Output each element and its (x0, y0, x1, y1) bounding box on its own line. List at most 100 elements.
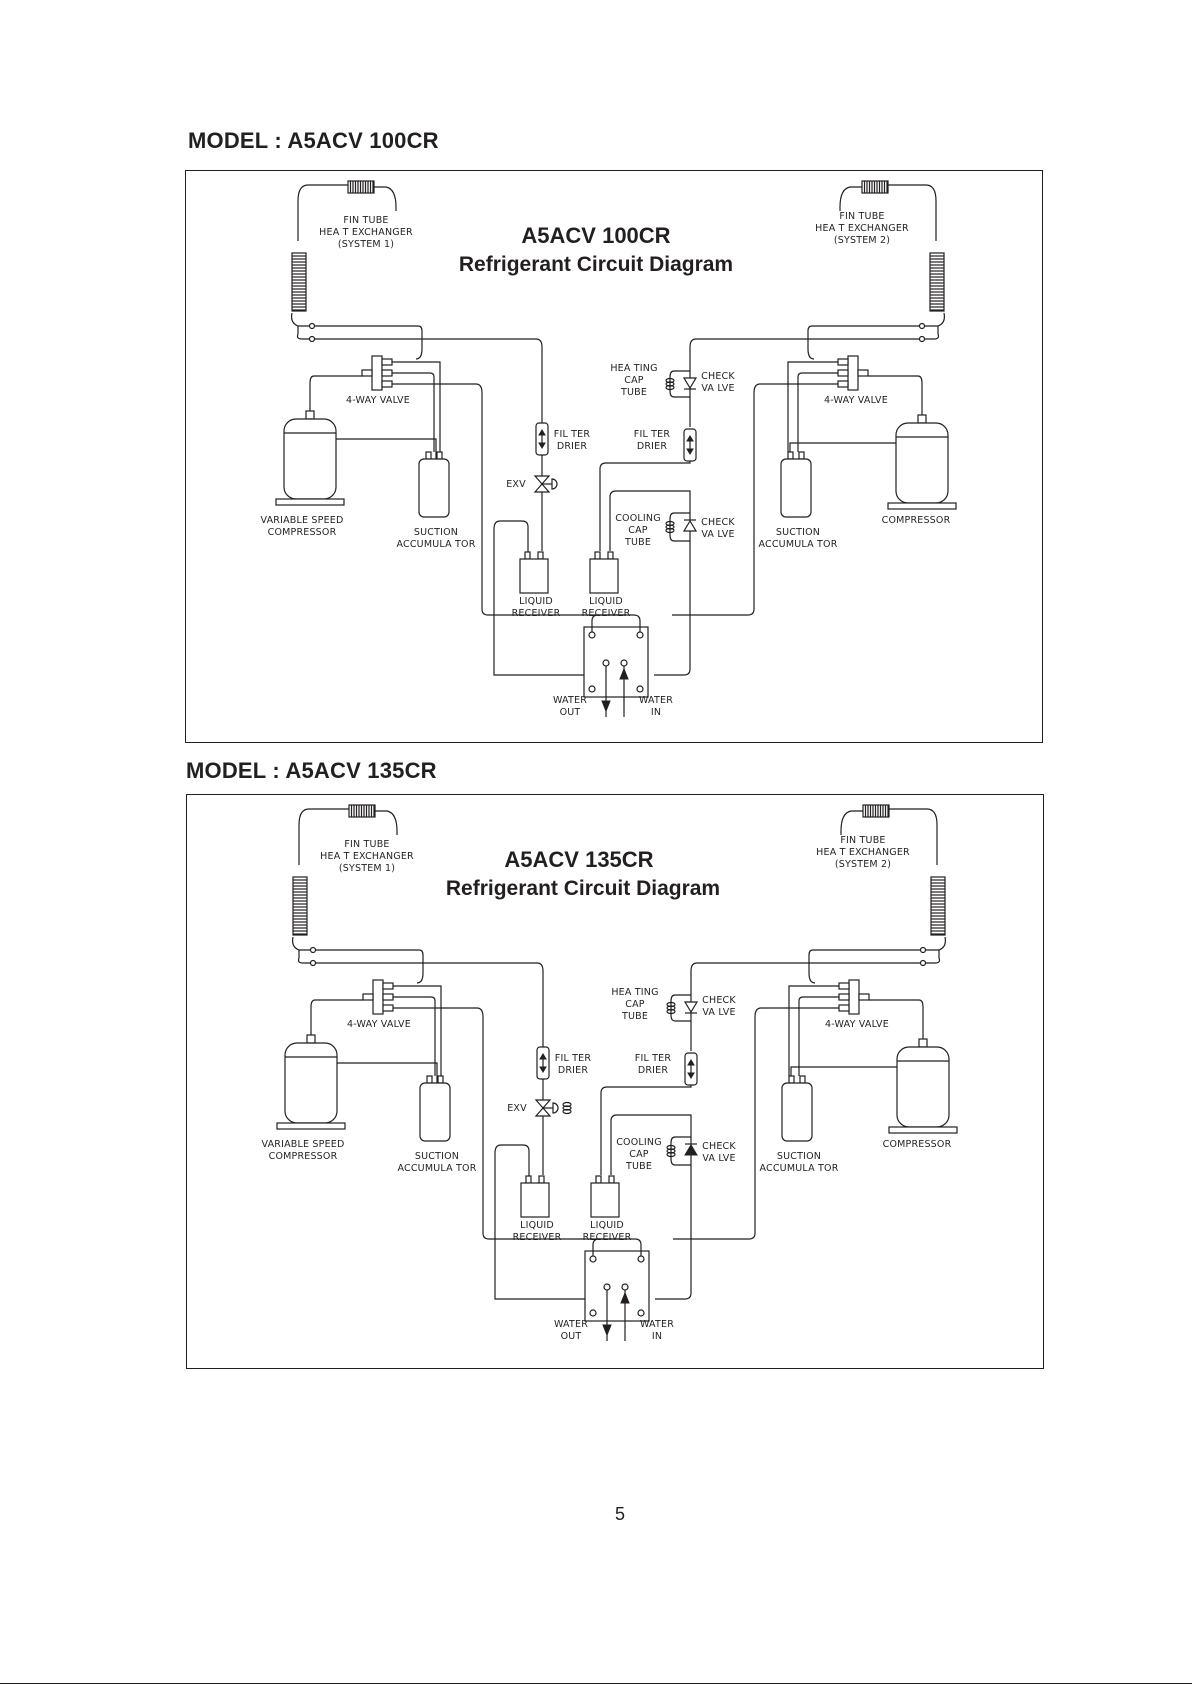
hx2-coil (930, 876, 946, 936)
compressor-shell (284, 1042, 338, 1124)
water-in-arrow-icon (619, 667, 629, 680)
valve-port (837, 358, 849, 366)
acc-shell (781, 1082, 813, 1142)
label-cooling-cap-line: CAP (629, 1149, 649, 1160)
check-valve-bottom (684, 1143, 698, 1156)
label-valve-left-line: 4-WAY VALVE (347, 1019, 411, 1030)
label-receiver-left-line: RECEIVER (512, 608, 561, 619)
coil-turn (562, 1108, 572, 1115)
liquid-receiver-left (519, 551, 549, 594)
label-exv-line: EXV (506, 479, 526, 490)
acc-port (436, 451, 443, 460)
receiver-left-to-plate (494, 1144, 585, 1300)
acc-shell (418, 458, 450, 518)
label-filter-right-line: DRIER (638, 1065, 669, 1076)
label-check-top-line: CHECK (702, 995, 736, 1006)
label-compressor-left-line: VARIABLE SPEED (261, 1139, 344, 1150)
compressor-base (888, 1126, 958, 1134)
liquid-receiver-left (520, 1175, 550, 1218)
acc-port (425, 451, 432, 460)
liquid-receiver-right (589, 551, 619, 594)
label-compressor-right: COMPRESSOR (882, 515, 951, 526)
hx1-top-fins (347, 180, 375, 194)
plate-top-loop (591, 614, 641, 632)
label-check-top-line: CHECK (701, 371, 735, 382)
label-valve-right: 4-WAY VALVE (825, 1019, 889, 1030)
label-filter-left-line: FIL TER (555, 1053, 592, 1064)
plate-port (621, 1283, 629, 1291)
rcv-port (525, 1175, 532, 1184)
acc-port (426, 1075, 433, 1084)
label-hx1-line: FIN TUBE (343, 215, 388, 226)
accumulator-right (780, 451, 812, 518)
accumulator-left (419, 1075, 451, 1142)
valve-right-to-acc (788, 985, 839, 1076)
compressor-left (276, 1034, 346, 1130)
plate-port (588, 631, 596, 639)
label-cooling-cap-line: COOLING (616, 1137, 662, 1148)
compressor-port (305, 410, 315, 420)
label-hx2-line: FIN TUBE (839, 211, 884, 222)
hx1-coil (291, 252, 307, 312)
filter-drier-left (535, 422, 549, 456)
coil-turn (666, 1008, 676, 1015)
label-cooling-cap-line: TUBE (625, 1161, 652, 1172)
check-valve-bottom (682, 519, 698, 532)
plate-body (583, 626, 649, 698)
acc-shell (419, 1082, 451, 1142)
label-water-out-line: OUT (561, 1331, 582, 1342)
plate-heat-exchanger (583, 626, 649, 698)
valve-port (857, 369, 869, 377)
compressor-port (918, 1038, 928, 1048)
check-triangle (683, 1001, 699, 1014)
model-heading-100cr: MODEL : A5ACV 100CR (188, 128, 439, 153)
junction (308, 322, 316, 330)
accumulator-left (418, 451, 450, 518)
line-filter-right (600, 1085, 692, 1175)
valve-left-to-acc (392, 361, 441, 452)
valve-right-to-plate (672, 383, 838, 616)
valve-port (838, 982, 850, 990)
exv-actuator (551, 478, 558, 490)
check-valve-top (683, 1001, 699, 1014)
hx1-tube (375, 810, 398, 835)
junction (309, 946, 317, 954)
receiver-left-to-plate (493, 520, 584, 676)
label-hx1-line: (SYSTEM 1) (339, 863, 395, 874)
rcv-port (537, 551, 544, 560)
filter-drier-left (536, 1046, 550, 1080)
valve-port (381, 369, 393, 377)
label-valve-right-line: 4-WAY VALVE (825, 1019, 889, 1030)
label-hx1-line: FIN TUBE (344, 839, 389, 850)
rcv-shell (520, 1182, 550, 1218)
plate-port (637, 1255, 645, 1263)
junction (918, 322, 926, 330)
page-number: 5 (614, 1504, 625, 1524)
label-water-in-line: IN (652, 1331, 662, 1342)
plate-port (589, 1309, 597, 1317)
label-heating-cap-line: TUBE (621, 1011, 648, 1022)
four-way-valve-left (361, 355, 393, 391)
label-water-in-line: WATER (639, 695, 673, 706)
label-heating-cap-line: TUBE (620, 387, 647, 398)
label-hx2-line: (SYSTEM 2) (835, 859, 891, 870)
compressor-base (275, 498, 345, 506)
valve-left-to-acc (393, 985, 442, 1076)
hx2-coil (929, 252, 945, 312)
hx1-top-fins (348, 804, 376, 818)
label-filter-left-line: DRIER (558, 1065, 589, 1076)
cap-tube-coil-icon (666, 1001, 676, 1015)
